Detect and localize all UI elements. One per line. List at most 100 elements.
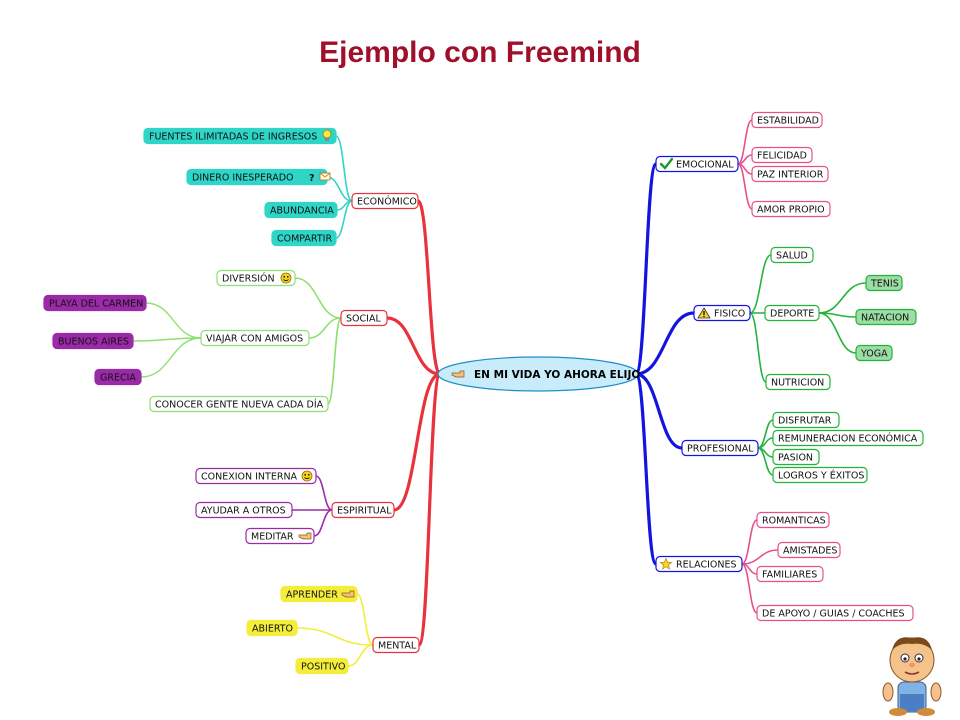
smiley-icon — [301, 470, 313, 482]
edge-espiritual-meditar — [313, 509, 333, 537]
node-ayudar-a-otros[interactable]: AYUDAR A OTROS — [195, 501, 293, 519]
node-nutricion[interactable]: NUTRICION — [765, 373, 831, 391]
node-conocer-gente-nueva-cada-dia[interactable]: CONOCER GENTE NUEVA CADA DÍA — [149, 395, 329, 413]
node-box — [855, 308, 917, 326]
node-fuentes-ilimitadas-de-ingresos[interactable]: FUENTES ILIMITADAS DE INGRESOS — [143, 127, 337, 145]
node-familiares[interactable]: FAMILIARES — [756, 565, 824, 583]
node-label: MENTAL — [378, 640, 417, 651]
node-natacion[interactable]: NATACION — [855, 308, 917, 326]
node-label: COMPARTIR — [277, 233, 332, 244]
edge-relaciones-romanticas — [741, 519, 758, 565]
node-box — [751, 165, 829, 183]
node-label: APRENDER — [286, 589, 338, 600]
node-label: REMUNERACION ECONÓMICA — [778, 432, 918, 444]
node-salud[interactable]: SALUD — [770, 246, 814, 264]
node-box — [216, 269, 296, 287]
node-profesional[interactable]: PROFESIONAL — [681, 439, 759, 457]
node-conexion-interna[interactable]: CONEXION INTERNA — [195, 467, 317, 485]
node-grecia[interactable]: GRECIA — [94, 368, 142, 386]
node-box — [195, 467, 317, 485]
node-amor-propio[interactable]: AMOR PROPIO — [751, 200, 831, 218]
node-logros-y-exitos[interactable]: LOGROS Y ÉXITOS — [772, 466, 868, 484]
node-fisico[interactable]: FISICO — [693, 304, 751, 322]
node-label: POSITIVO — [301, 661, 345, 672]
edge-center-profesional — [634, 372, 684, 450]
node-relaciones[interactable]: RELACIONES — [655, 555, 743, 573]
pointing-hand-icon — [341, 590, 355, 598]
node-label: SOCIAL — [346, 313, 381, 324]
central-node-bubble — [437, 356, 639, 392]
node-viajar-con-amigos[interactable]: VIAJAR CON AMIGOS — [200, 329, 310, 347]
node-tenis[interactable]: TENIS — [865, 274, 903, 292]
node-amistades[interactable]: AMISTADES — [777, 541, 841, 559]
node-label: SALUD — [776, 250, 808, 261]
node-box — [772, 411, 840, 429]
node-playa-del-carmen[interactable]: PLAYA DEL CARMEN — [43, 294, 147, 312]
node-box — [756, 565, 824, 583]
node-remuneracion-economica[interactable]: REMUNERACION ECONÓMICA — [772, 429, 924, 447]
node-box — [770, 246, 814, 264]
edge-mental-positivo — [347, 644, 374, 667]
star-icon — [659, 557, 673, 570]
node-label: DEPORTE — [770, 308, 814, 319]
node-social[interactable]: SOCIAL — [340, 309, 388, 327]
node-label: FELICIDAD — [757, 150, 807, 161]
node-box — [772, 448, 820, 466]
node-emocional[interactable]: EMOCIONAL — [655, 155, 739, 173]
node-economico[interactable]: ECONÓMICO — [351, 192, 419, 210]
edge-social-conocer-gente-nueva-cada-dia — [327, 317, 342, 405]
node-pasion[interactable]: PASION — [772, 448, 820, 466]
node-box — [340, 309, 388, 327]
node-diversion[interactable]: DIVERSIÓN — [216, 269, 296, 287]
node-box — [751, 146, 813, 164]
node-box — [655, 155, 739, 173]
node-positivo[interactable]: POSITIVO — [295, 657, 349, 675]
node-felicidad[interactable]: FELICIDAD — [751, 146, 813, 164]
node-abundancia[interactable]: ABUNDANCIA — [264, 201, 338, 219]
node-box — [751, 111, 823, 129]
node-box — [245, 527, 315, 545]
node-label: DISFRUTAR — [778, 415, 832, 426]
edge-viajar-con-amigos-buenos-aires — [132, 337, 202, 342]
node-compartir[interactable]: COMPARTIR — [271, 229, 337, 247]
edge-center-espiritual — [392, 372, 442, 512]
node-disfrutar[interactable]: DISFRUTAR — [772, 411, 840, 429]
svg-text:?: ? — [309, 173, 315, 184]
node-label: NATACION — [861, 312, 909, 323]
warning-icon — [697, 307, 711, 319]
node-box — [765, 373, 831, 391]
node-paz-interior[interactable]: PAZ INTERIOR — [751, 165, 829, 183]
smiley-icon — [280, 272, 292, 284]
node-box — [246, 619, 298, 637]
edge-social-diversion — [294, 277, 342, 319]
node-box — [43, 294, 147, 312]
node-abierto[interactable]: ABIERTO — [246, 619, 298, 637]
node-espiritual[interactable]: ESPIRITUAL — [331, 501, 395, 519]
checkmark-icon — [659, 157, 674, 170]
node-label: FAMILIARES — [762, 569, 817, 580]
central-node-label: EN MI VIDA YO AHORA ELIJO — [474, 369, 640, 381]
edge-social-viajar-con-amigos — [308, 317, 342, 339]
mind-map-nodes: EN MI VIDA YO AHORA ELIJO ECONÓMICO FUENTE… — [43, 111, 924, 675]
node-box — [331, 501, 395, 519]
node-box — [764, 304, 820, 322]
node-box — [855, 344, 893, 362]
edge-relaciones-amistades — [741, 549, 779, 565]
node-de-apoyo-guias-coaches[interactable]: DE APOYO / GUIAS / COACHES — [756, 604, 914, 622]
node-meditar[interactable]: MEDITAR — [245, 527, 315, 545]
node-label: AYUDAR A OTROS — [201, 505, 286, 516]
node-label: AMISTADES — [783, 545, 837, 556]
node-estabilidad[interactable]: ESTABILIDAD — [751, 111, 823, 129]
node-box — [756, 604, 914, 622]
node-mental[interactable]: MENTAL — [372, 636, 420, 654]
node-box — [271, 229, 337, 247]
node-buenos-aires[interactable]: BUENOS AIRES — [52, 332, 134, 350]
node-aprender[interactable]: APRENDER — [280, 585, 358, 603]
node-dinero-inesperado[interactable]: DINERO INESPERADO? — [186, 168, 331, 186]
node-romanticas[interactable]: ROMANTICAS — [756, 511, 830, 529]
node-label: ESPIRITUAL — [337, 505, 392, 516]
node-deporte[interactable]: DEPORTE — [764, 304, 820, 322]
central-node[interactable]: EN MI VIDA YO AHORA ELIJO — [437, 356, 640, 392]
node-yoga[interactable]: YOGA — [855, 344, 893, 362]
